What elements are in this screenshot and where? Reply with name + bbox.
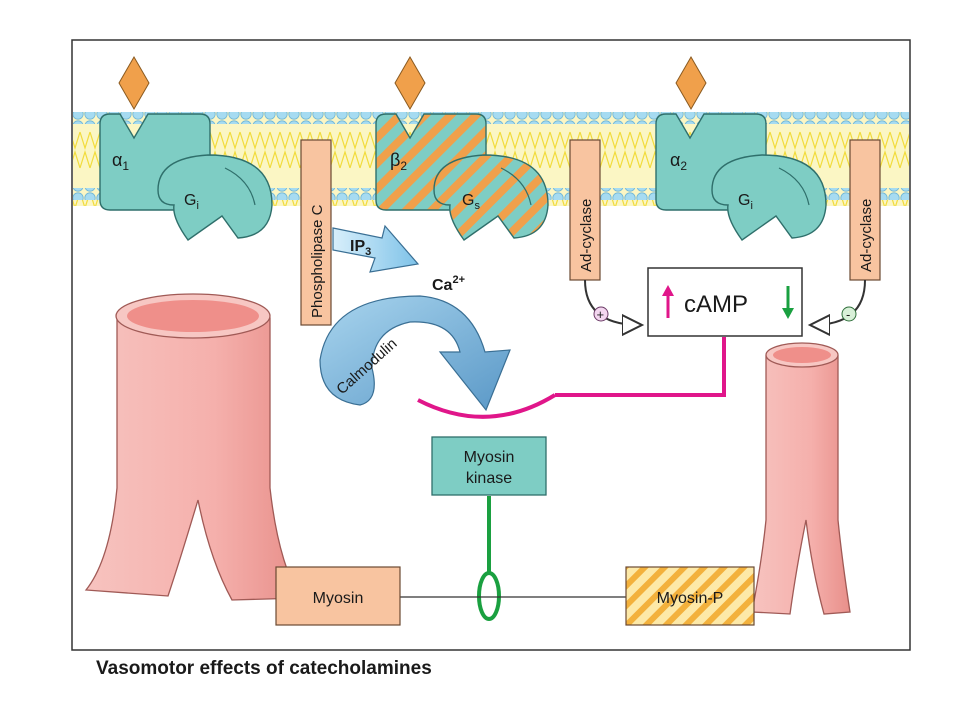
up-arrow-head-icon — [662, 285, 674, 296]
minus-sign: - — [846, 307, 850, 322]
camp-inhibition-line — [555, 337, 726, 397]
blood-vessel-right — [751, 342, 851, 615]
gprotein-gi-left: Gi — [157, 154, 273, 241]
svg-text:Phospholipase C: Phospholipase C — [309, 204, 326, 318]
svg-text:Myosin: Myosin — [464, 449, 515, 466]
calcium-label: Ca2+ — [432, 274, 465, 294]
camp-box: cAMP — [647, 267, 803, 337]
plus-badge — [593, 306, 609, 322]
svg-text:Ad-cyclase: Ad-cyclase — [858, 199, 875, 272]
myosin-box: Myosin — [275, 566, 401, 626]
gprotein-gi-right: Gi — [711, 154, 827, 241]
plus-sign: + — [597, 307, 605, 322]
svg-text:IP3: IP3 — [350, 238, 371, 258]
ligand-diamond — [118, 55, 150, 111]
svg-text:kinase: kinase — [466, 470, 512, 487]
figure-caption: Vasomotor effects of catecholamines — [96, 658, 432, 679]
adenylate-cyclase-left: Ad-cyclase — [569, 139, 601, 281]
svg-text:α2: α2 — [670, 150, 687, 173]
adenylate-cyclase-right: Ad-cyclase — [849, 139, 881, 281]
myosin-kinase: Myosin kinase — [431, 436, 547, 496]
ip3-arrow: IP3 — [332, 224, 420, 273]
svg-text:Ad-cyclase: Ad-cyclase — [578, 199, 595, 272]
phospholipase-c: Phospholipase C — [300, 139, 332, 326]
svg-text:Gs: Gs — [462, 192, 480, 212]
blood-vessel-left — [84, 293, 302, 601]
ligand-diamond — [394, 55, 426, 111]
down-arrow-head-icon — [782, 308, 794, 319]
minus-badge — [841, 306, 857, 322]
kinase-activation-bracket — [417, 393, 557, 419]
svg-text:Gi: Gi — [184, 192, 199, 212]
svg-text:cAMP: cAMP — [684, 291, 748, 318]
svg-text:β2: β2 — [390, 150, 407, 173]
svg-text:α1: α1 — [112, 150, 129, 173]
phosphorylation-loop — [477, 571, 501, 621]
svg-text:Myosin: Myosin — [313, 590, 364, 607]
svg-text:Myosin-P: Myosin-P — [657, 590, 724, 607]
svg-text:Gi: Gi — [738, 192, 753, 212]
ligand-diamond — [675, 55, 707, 111]
myosin-p-box: Myosin-P — [625, 566, 755, 626]
gprotein-gs: Gs — [433, 154, 549, 241]
